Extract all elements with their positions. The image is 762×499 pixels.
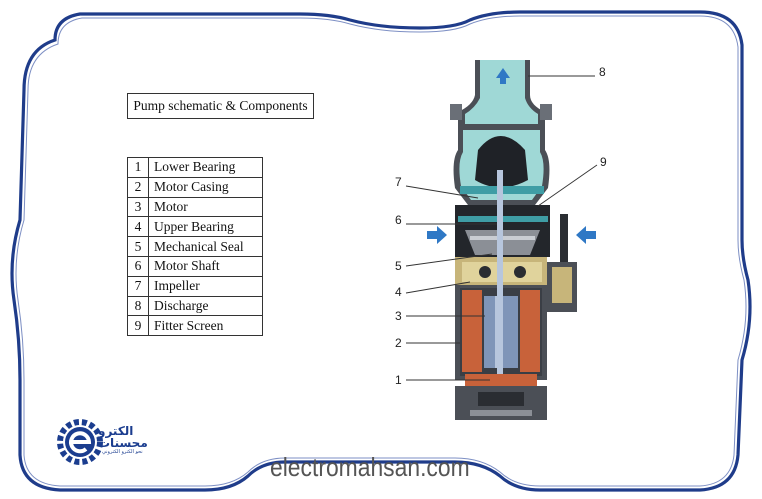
inflow-left-arrow-icon [427, 226, 447, 244]
component-name: Motor Casing [148, 176, 263, 198]
callout-6: 6 [395, 213, 402, 227]
callout-5: 5 [395, 259, 402, 273]
component-number: 5 [127, 236, 149, 257]
inflow-right-arrow-icon [576, 226, 596, 244]
component-number: 9 [127, 315, 149, 337]
callout-7: 7 [395, 175, 402, 189]
terminal-box [547, 214, 577, 312]
component-name: Mechanical Seal [148, 236, 263, 257]
outflow-arrow-icon [496, 68, 510, 84]
component-number: 7 [127, 275, 149, 297]
component-number: 6 [127, 255, 149, 277]
logo-tagline: نحو الكترو الكتروني [102, 449, 143, 455]
component-number: 4 [127, 216, 149, 238]
component-name: Fitter Screen [148, 315, 263, 337]
component-number: 3 [127, 196, 149, 218]
pump-cross-section: 8 9 7 6 5 4 3 2 1 [395, 60, 607, 420]
logo-text-line2: محسنات [98, 436, 148, 450]
gear-logo-icon [57, 419, 103, 465]
discharge-pipe [450, 60, 552, 128]
component-name: Upper Bearing [148, 216, 263, 238]
pump-volute [453, 128, 550, 205]
component-number: 8 [127, 295, 149, 317]
component-number: 1 [127, 157, 149, 178]
component-number: 2 [127, 176, 149, 198]
callout-8: 8 [599, 65, 606, 79]
website-watermark[interactable]: electromahsan.com [270, 452, 470, 482]
component-name: Lower Bearing [148, 157, 263, 178]
diagram-title: Pump schematic & Components [127, 93, 314, 119]
component-name: Motor [148, 196, 263, 218]
callout-1: 1 [395, 373, 402, 387]
callout-4: 4 [395, 285, 402, 299]
callout-2: 2 [395, 336, 402, 350]
component-name: Discharge [148, 295, 263, 317]
component-name: Impeller [148, 275, 263, 297]
logo-text-line1: الكترو [98, 424, 134, 438]
motor-shaft [497, 170, 503, 385]
logo-text: الكترو محسنات [98, 425, 148, 449]
callout-9: 9 [600, 155, 607, 169]
component-name: Motor Shaft [148, 255, 263, 277]
callout-3: 3 [395, 309, 402, 323]
lower-bearing [455, 374, 547, 420]
leader-lines [405, 75, 598, 381]
